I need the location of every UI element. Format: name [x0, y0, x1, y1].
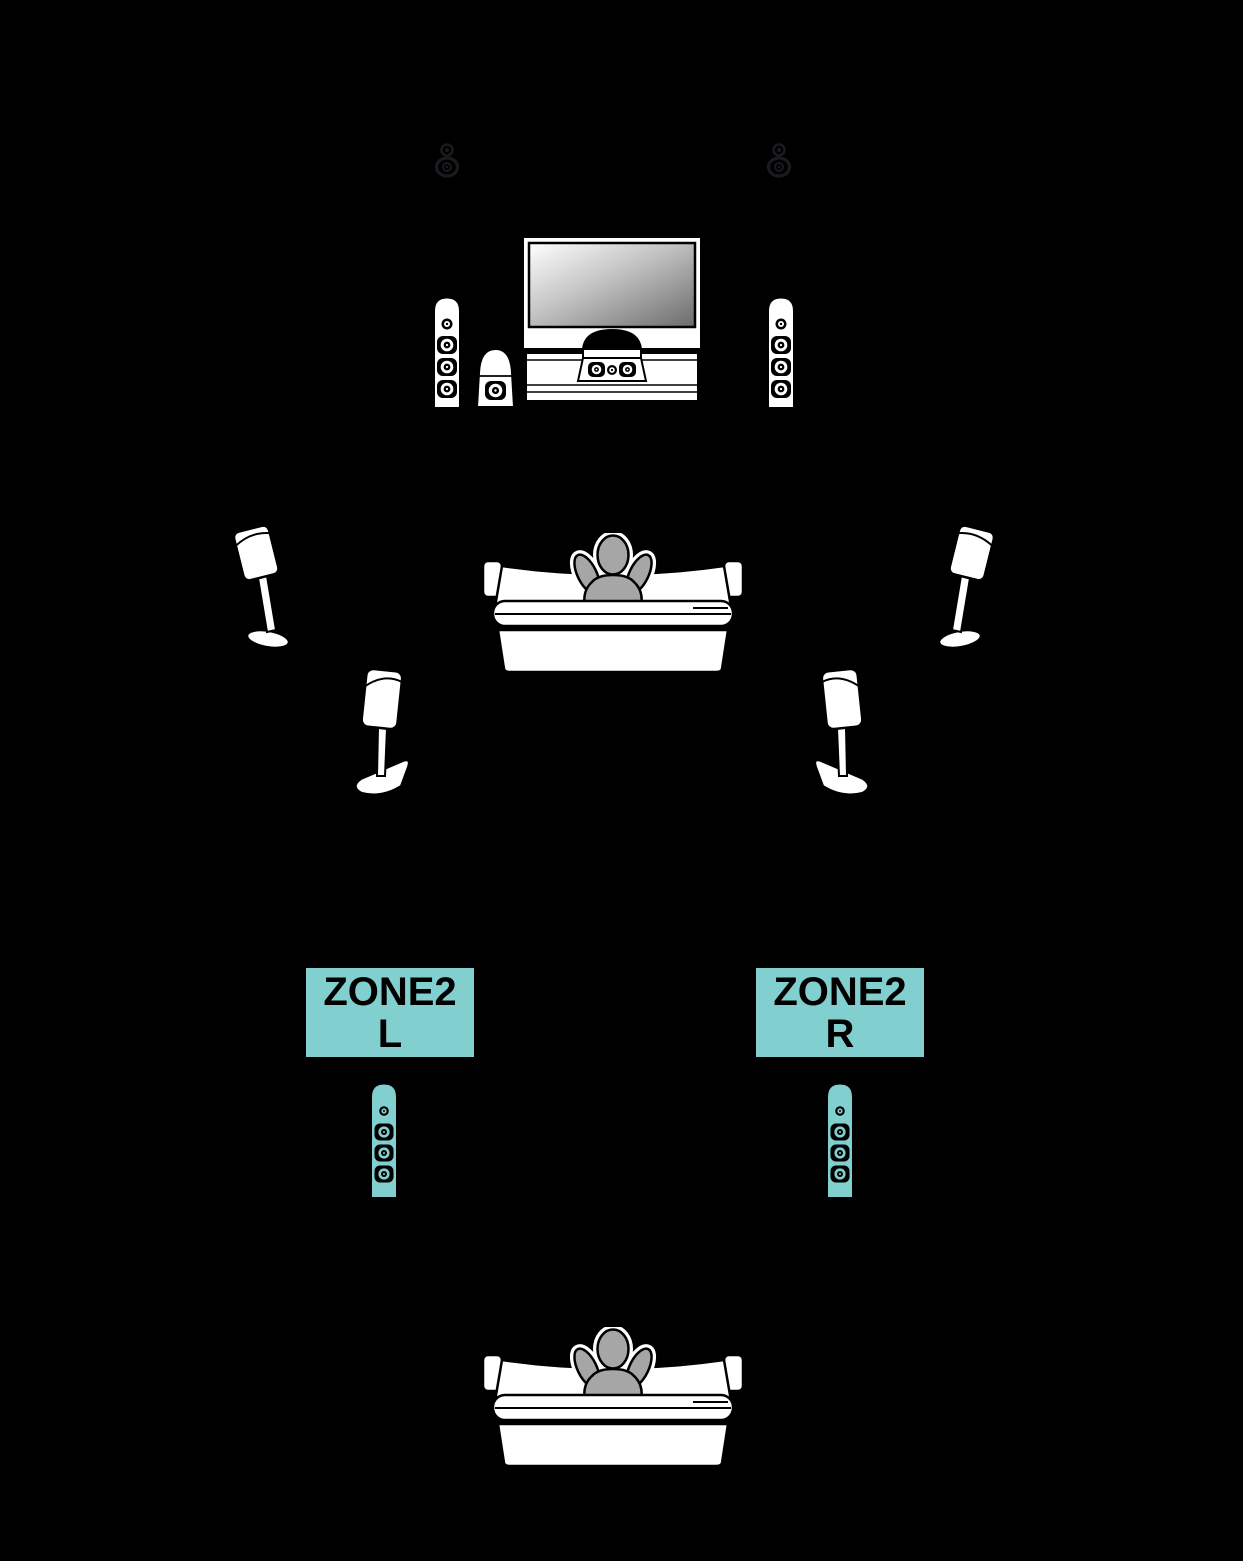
surround-back-left-speaker-icon	[350, 658, 414, 798]
height-speaker-right-icon	[765, 142, 793, 180]
height-speaker-left-icon	[433, 142, 461, 180]
front-left-speaker-icon	[432, 295, 462, 410]
zone2-right-label-channel: R	[825, 1011, 855, 1056]
zone2-right-speaker-icon	[825, 1081, 855, 1200]
zone2-left-label: ZONE2 L	[306, 968, 474, 1057]
zone2-left-speaker-icon	[369, 1081, 399, 1200]
zone2-right-label-title: ZONE2	[773, 969, 907, 1014]
zone2-left-label-channel: L	[377, 1011, 403, 1056]
tv-with-center-speaker-icon	[522, 236, 702, 406]
zone2-right-label: ZONE2 R	[756, 968, 924, 1057]
subwoofer-icon	[475, 347, 516, 409]
surround-left-speaker-icon	[228, 520, 290, 650]
surround-back-right-speaker-icon	[810, 658, 874, 798]
front-right-speaker-icon	[766, 295, 796, 410]
zone2-sofa-listener-icon	[479, 1327, 747, 1469]
main-sofa-listener-icon	[479, 533, 747, 675]
surround-right-speaker-icon	[938, 520, 1000, 650]
zone2-left-label-title: ZONE2	[323, 969, 457, 1014]
